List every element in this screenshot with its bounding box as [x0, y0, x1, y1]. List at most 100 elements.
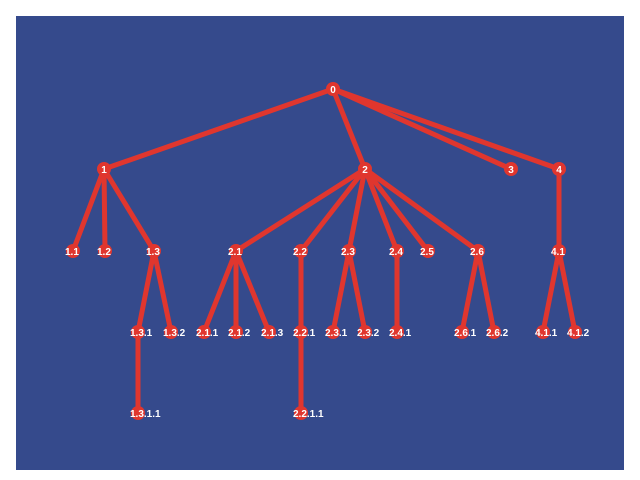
node-label-2-4-1: 2.4.1 [389, 328, 412, 339]
tree-node-2-3-2: 2.3.2 [357, 325, 380, 339]
tree-node-2-4: 2.4 [389, 244, 404, 258]
edge-2-6-to-2-6-1 [459, 248, 481, 335]
tree-node-3: 3 [504, 162, 518, 176]
node-dot-1-3-2 [164, 325, 178, 339]
edge-1-to-1-3 [101, 166, 157, 254]
tree-node-1-1: 1.1 [65, 244, 80, 258]
node-dot-1-2 [98, 244, 112, 258]
node-dot-2-6 [471, 244, 485, 258]
tree-node-1-3-2: 1.3.2 [163, 325, 186, 339]
node-dot-2-3-2 [358, 325, 372, 339]
node-label-4-1-1: 4.1.1 [535, 328, 558, 339]
tree-node-4-1-1: 4.1.1 [535, 325, 558, 339]
tree-node-2-2-1-1: 2.2.1.1 [293, 406, 324, 420]
tree-node-4-1: 4.1 [551, 244, 566, 258]
edge-1-to-1-1 [70, 166, 107, 254]
tree-node-2-1-3: 2.1.3 [261, 325, 284, 339]
edge-0-to-1 [101, 86, 336, 172]
node-label-1-3: 1.3 [146, 247, 160, 258]
node-dot-2-6-1 [455, 325, 469, 339]
node-dot-4-1 [552, 244, 566, 258]
node-dot-2-4-1 [390, 325, 404, 339]
node-dot-2-3-1 [326, 325, 340, 339]
tree-node-4-1-2: 4.1.2 [567, 325, 590, 339]
node-dot-2-3 [342, 244, 356, 258]
node-label-2: 2 [362, 165, 368, 176]
edge-2-6-to-2-6-2 [475, 248, 497, 335]
edge-2-3-to-2-3-2 [346, 248, 368, 335]
tree-node-2-6-1: 2.6.1 [454, 325, 477, 339]
node-dot-2 [358, 162, 372, 176]
node-dot-0 [326, 82, 340, 96]
node-label-0: 0 [330, 85, 336, 96]
node-label-1: 1 [101, 165, 107, 176]
tree-node-2-2: 2.2 [293, 244, 308, 258]
node-label-2-4: 2.4 [389, 247, 403, 258]
tree-node-2-3: 2.3 [341, 244, 356, 258]
node-dot-2-4 [390, 244, 404, 258]
node-label-1-1: 1.1 [65, 247, 79, 258]
tree-node-2-6-2: 2.6.2 [486, 325, 509, 339]
node-dot-2-6-2 [487, 325, 501, 339]
tree-node-1: 1 [97, 162, 111, 176]
tree-node-2-1: 2.1 [228, 244, 243, 258]
tree-node-2: 2 [358, 162, 372, 176]
node-label-2-1-1: 2.1.1 [196, 328, 219, 339]
node-label-2-1-3: 2.1.3 [261, 328, 284, 339]
tree-node-2-1-1: 2.1.1 [196, 325, 219, 339]
node-dot-1-3 [147, 244, 161, 258]
tree-node-1-3-1: 1.3.1 [130, 325, 153, 339]
node-label-2-2: 2.2 [293, 247, 307, 258]
edge-layer [70, 86, 578, 416]
tree-node-1-2: 1.2 [97, 244, 112, 258]
edge-2-to-2-2 [298, 166, 368, 254]
node-label-2-2-1-1: 2.2.1.1 [293, 409, 324, 420]
node-dot-2-1-1 [197, 325, 211, 339]
node-label-2-6-2: 2.6.2 [486, 328, 509, 339]
node-label-4-1-2: 4.1.2 [567, 328, 590, 339]
node-dot-2-5 [421, 244, 435, 258]
node-label-2-3-2: 2.3.2 [357, 328, 380, 339]
tree-node-0: 0 [326, 82, 340, 96]
edge-1-3-to-1-3-1 [135, 248, 157, 335]
node-label-2-6-1: 2.6.1 [454, 328, 477, 339]
node-dot-1-3-1-1 [131, 406, 145, 420]
node-label-2-1-2: 2.1.2 [228, 328, 251, 339]
node-dot-2-1 [229, 244, 243, 258]
node-label-3: 3 [508, 165, 514, 176]
tree-node-4: 4 [552, 162, 566, 176]
node-dot-2-1-2 [229, 325, 243, 339]
edge-2-3-to-2-3-1 [330, 248, 352, 335]
node-label-2-6: 2.6 [470, 247, 484, 258]
tree-node-2-6: 2.6 [470, 244, 485, 258]
node-label-4-1: 4.1 [551, 247, 565, 258]
tree-node-2-5: 2.5 [420, 244, 435, 258]
tree-node-1-3: 1.3 [146, 244, 161, 258]
tree-node-1-3-1-1: 1.3.1.1 [130, 406, 161, 420]
node-label-1-2: 1.2 [97, 247, 111, 258]
tree-node-2-3-1: 2.3.1 [325, 325, 348, 339]
edge-2-to-2-6 [362, 166, 481, 254]
node-dot-4 [552, 162, 566, 176]
edge-2-to-2-3 [346, 166, 368, 254]
node-dot-2-1-3 [262, 325, 276, 339]
edge-4-1-to-4-1-1 [540, 248, 562, 335]
edge-4-1-to-4-1-2 [556, 248, 578, 335]
edge-0-to-3 [330, 86, 514, 172]
edge-1-to-1-2 [101, 166, 108, 254]
node-dot-2-2-1-1 [294, 406, 308, 420]
node-label-2-5: 2.5 [420, 247, 434, 258]
node-label-2-2-1: 2.2.1 [293, 328, 316, 339]
tree-node-2-2-1: 2.2.1 [293, 325, 316, 339]
node-dot-1 [97, 162, 111, 176]
node-label-4: 4 [556, 165, 562, 176]
node-dot-4-1-1 [536, 325, 550, 339]
edge-0-to-4 [330, 86, 562, 172]
edge-1-3-to-1-3-2 [151, 248, 174, 335]
tree-node-2-1-2: 2.1.2 [228, 325, 251, 339]
node-dot-1-1 [66, 244, 80, 258]
node-dot-2-2 [294, 244, 308, 258]
edge-2-1-to-2-1-3 [233, 248, 272, 335]
node-label-2-3-1: 2.3.1 [325, 328, 348, 339]
